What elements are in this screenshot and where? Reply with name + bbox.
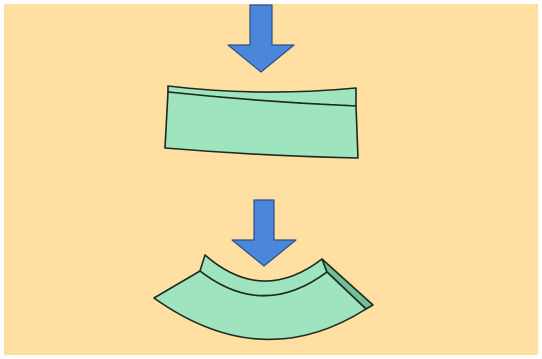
bent-block-front-face: [153, 270, 367, 341]
down-arrow-icon: [227, 4, 295, 73]
straight-block-edge: [164, 85, 169, 149]
straight-block-front-face: [164, 91, 359, 159]
down-arrow-icon: [231, 199, 297, 267]
